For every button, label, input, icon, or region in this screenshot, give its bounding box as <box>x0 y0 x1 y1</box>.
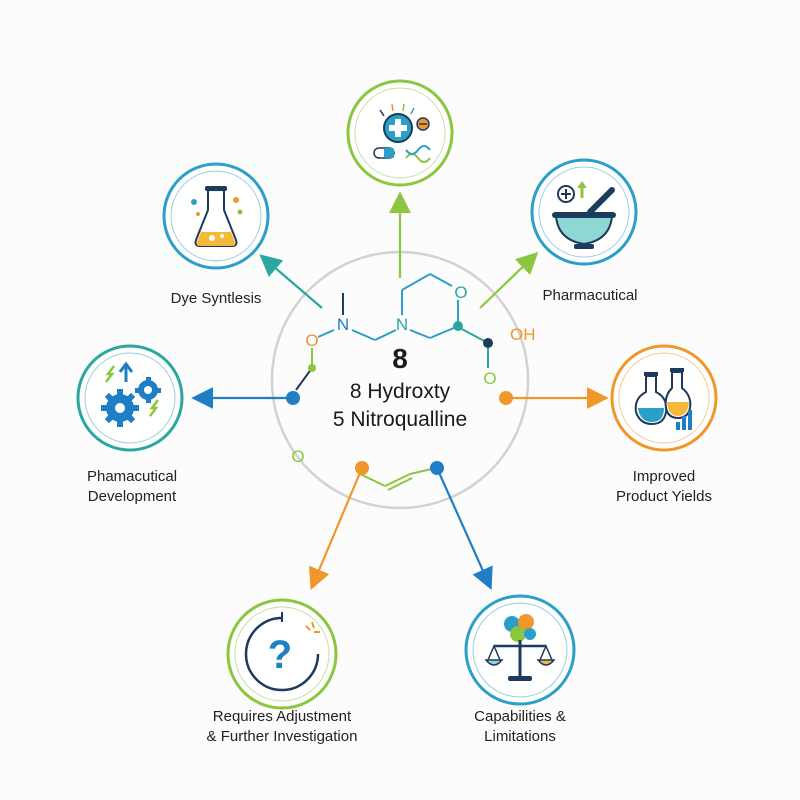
node-yields[interactable] <box>610 344 718 452</box>
scale-brain-icon <box>484 614 556 681</box>
label-adjust: Requires Adjustment & Further Investigat… <box>207 707 358 747</box>
node-adjust[interactable]: ? <box>226 598 338 710</box>
label-yields-line-1: Improved <box>632 468 696 485</box>
node-dot-acid <box>483 338 493 348</box>
atom-n2: N <box>396 315 408 334</box>
arrow-to-adjust <box>308 467 364 591</box>
label-pharma-line-1: Pharmacutical <box>542 287 638 304</box>
node-dot-small <box>308 364 316 372</box>
node-dye[interactable] <box>162 162 270 270</box>
atom-o-bottom-left: O <box>291 447 304 466</box>
arrow-to-pharma <box>479 251 539 309</box>
label-capabilities-line-2: Limitations <box>484 728 556 745</box>
svg-text:?: ? <box>268 633 292 677</box>
atom-o-left: O <box>305 331 318 350</box>
label-capabilities-line-1: Capabilities & <box>474 708 566 725</box>
node-development[interactable] <box>76 344 184 452</box>
node-medical[interactable] <box>346 79 454 187</box>
atom-o-right: O <box>483 369 496 388</box>
atom-oh: OH <box>510 325 536 344</box>
label-development-line-2: Development <box>87 488 177 505</box>
label-adjust-line-2: & Further Investigation <box>206 728 358 745</box>
flasks-chart-icon <box>634 368 692 430</box>
label-pharma: Pharmacutical <box>542 286 637 306</box>
gears-icon <box>101 361 161 427</box>
node-dot-bottom-right <box>430 461 444 475</box>
label-capabilities: Capabilities & Limitations <box>474 707 566 747</box>
node-capabilities[interactable] <box>464 594 576 706</box>
label-adjust-line-1: Requires Adjustment <box>212 708 352 725</box>
arrow-to-capabilities <box>435 467 493 591</box>
atom-n1: N <box>337 315 349 334</box>
medical-pill-dna-icon <box>373 103 431 163</box>
label-dye-line-1: Dye Syntlesis <box>170 290 262 307</box>
molecule-nodes <box>286 321 513 475</box>
molecule-structure <box>295 273 489 491</box>
node-dot-carbonyl <box>453 321 463 331</box>
center-line-2: 5 Nitroqualline <box>333 408 467 431</box>
atom-o-top: O <box>454 283 467 302</box>
node-dot-bottom-left <box>355 461 369 475</box>
label-yields-line-2: Product Yields <box>616 488 712 505</box>
label-dye: Dye Syntlesis <box>171 289 262 309</box>
node-dot-left <box>286 391 300 405</box>
center-number: 8 <box>392 343 408 374</box>
flask-icon <box>191 186 243 247</box>
node-dot-right <box>499 391 513 405</box>
molecule-atom-labels: N N O OH O O O <box>291 283 535 466</box>
center-line-1: 8 Hydroxty <box>350 380 451 403</box>
label-development-line-1: Phamacutical <box>86 468 178 485</box>
mortar-pestle-icon <box>552 181 616 249</box>
label-development: Phamacutical Development <box>87 467 177 507</box>
connectors <box>191 191 609 591</box>
label-yields: Improved Product Yields <box>616 467 712 507</box>
node-pharma[interactable] <box>530 158 638 266</box>
center-title: 8 8 Hydroxty 5 Nitroqualline <box>333 343 467 431</box>
arrow-to-dye <box>259 254 323 309</box>
question-icon: ? <box>244 612 320 692</box>
